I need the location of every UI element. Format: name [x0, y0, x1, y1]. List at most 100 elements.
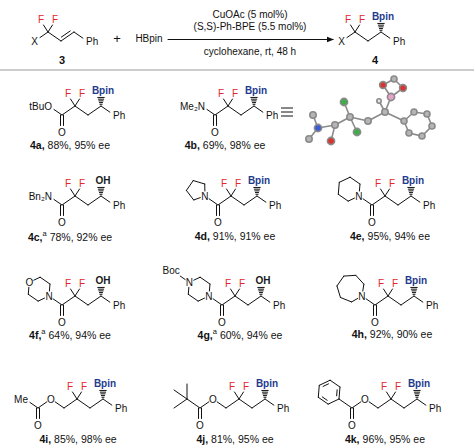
- atom-label: N: [358, 291, 365, 302]
- atom-label: Bpin: [372, 11, 394, 22]
- atom-label: X: [338, 36, 345, 47]
- bond: [98, 289, 103, 290]
- bond: [376, 305, 377, 316]
- bond: [188, 294, 198, 301]
- bond: [255, 190, 259, 191]
- atom-label: O: [196, 420, 204, 431]
- crystal-structure: [306, 76, 435, 145]
- bond: [30, 402, 38, 408]
- bond: [355, 25, 360, 32]
- bond: [219, 205, 220, 216]
- bond: [77, 399, 90, 408]
- caption-line: 4a,88%, 95% ee: [30, 139, 110, 151]
- bond: [38, 298, 44, 301]
- bond: [102, 397, 104, 398]
- atom-label: HBpin: [135, 33, 162, 44]
- bond: [204, 184, 205, 191]
- bond: [194, 277, 200, 280]
- bond: [187, 399, 200, 408]
- reaction-condition: cyclohexane, rt, 48 h: [204, 46, 296, 57]
- bond: [259, 292, 262, 293]
- bond: [49, 284, 51, 291]
- bond-lines: [28, 23, 426, 418]
- bond: [261, 296, 270, 302]
- bond: [174, 390, 187, 399]
- caption-line: 4g,a60%, 94% ee: [198, 328, 283, 341]
- atom-label: Bpin: [92, 85, 114, 96]
- atom-label: OH: [255, 275, 270, 286]
- compound-caption: 60%, 94% ee: [220, 328, 282, 340]
- bond: [387, 392, 392, 399]
- bond: [378, 23, 385, 24]
- bond: [412, 290, 416, 291]
- bond: [338, 194, 348, 201]
- compound-caption: 4d,: [195, 230, 210, 242]
- atom-label: Bpin: [408, 378, 430, 389]
- compound-number: 3: [59, 55, 65, 66]
- bond: [62, 296, 75, 305]
- atom-label: F: [375, 178, 381, 189]
- bond: [351, 25, 356, 32]
- bond: [64, 399, 77, 408]
- bond: [200, 402, 209, 408]
- atom-label: Bpin: [248, 175, 270, 186]
- product-4g: BocNNOFFOHPh4g,a60%, 94% ee: [161, 262, 288, 342]
- atom-label: O: [58, 127, 66, 138]
- bond: [336, 390, 337, 396]
- compound-caption: 4i,: [39, 433, 51, 445]
- bond: [350, 177, 360, 184]
- atom-label: N: [201, 191, 208, 202]
- caption-line: 4k,96%, 95% ee: [345, 433, 425, 445]
- equivalence-symbol: [281, 108, 293, 116]
- bond: [413, 294, 415, 295]
- bond: [337, 286, 340, 297]
- bond: [404, 399, 417, 408]
- bond: [253, 104, 255, 105]
- atom-label: O: [211, 127, 219, 138]
- caption-line: 4f,a64%, 94% ee: [29, 328, 111, 341]
- bond: [88, 196, 101, 205]
- product-4a: tBuOOFFBpinPh4a,88%, 95% ee: [27, 83, 127, 154]
- bond: [352, 402, 361, 408]
- bond: [263, 393, 267, 394]
- bond: [216, 115, 217, 126]
- bond: [337, 276, 344, 286]
- footnote-mark: a: [41, 327, 45, 336]
- atom-label: F: [392, 278, 398, 289]
- product-4d: NOFFBpinPh4d,91%, 91% ee: [193, 173, 284, 245]
- bond: [259, 290, 263, 291]
- atom-label: O: [371, 317, 379, 328]
- bond: [101, 106, 110, 112]
- bond: [98, 97, 105, 98]
- caption-line: 4d,91%, 91% ee: [195, 230, 276, 242]
- bond: [180, 276, 185, 279]
- bond: [75, 106, 88, 115]
- bond: [378, 25, 383, 26]
- bond: [207, 109, 215, 115]
- compound-caption: 4b,: [185, 139, 200, 151]
- atom-label: N: [205, 291, 212, 302]
- bond: [262, 392, 267, 393]
- atom-label: F: [235, 178, 241, 189]
- atom-label: F: [79, 178, 85, 189]
- bond: [378, 399, 391, 408]
- atom-label: N: [355, 191, 362, 202]
- bond: [44, 25, 49, 32]
- product-4c: Bn₂NOFFOHPh4c,a78%, 92% ee: [26, 173, 127, 245]
- bond: [339, 399, 352, 408]
- compound-caption: 4c,: [28, 230, 43, 242]
- bond: [347, 32, 355, 38]
- atom-label: Ph: [86, 36, 98, 47]
- bond: [254, 187, 261, 188]
- atom-label: F: [381, 381, 387, 392]
- product-4b: Me₂NOFFBpinPh4b,69%, 98% ee: [178, 83, 280, 154]
- atom-label: Ph: [273, 300, 285, 311]
- bond: [100, 392, 105, 393]
- atom-label: F: [81, 381, 87, 392]
- bond: [391, 399, 404, 408]
- bond: [388, 296, 401, 305]
- product-4e: NOFFBpinPh4e,95%, 94% ee: [348, 173, 437, 245]
- atom-label: F: [225, 278, 231, 289]
- bond: [215, 106, 228, 115]
- reaction-condition: CuOAc (5 mol%): [212, 9, 287, 20]
